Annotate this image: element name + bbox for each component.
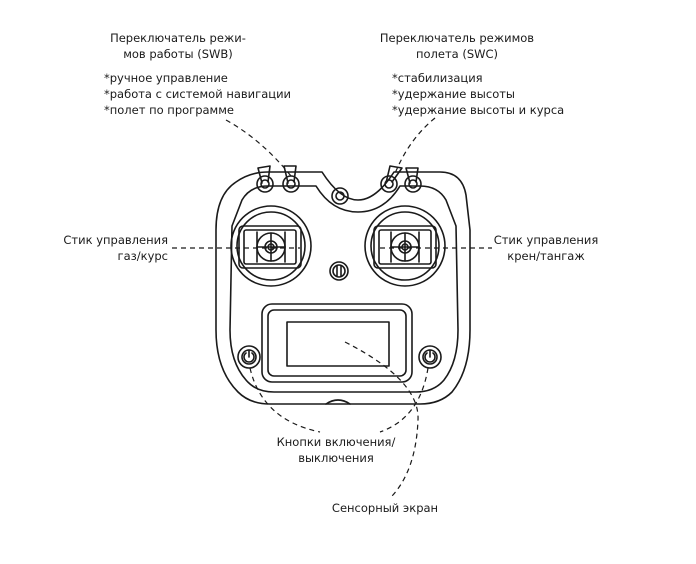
- right-stick-label: Стик управления крен/тангаж: [493, 233, 599, 263]
- swb-mode-item: *работа с системой навигации: [104, 87, 292, 101]
- swc-mode-item: *удержание высоты и курса: [392, 103, 565, 117]
- swc-mode-item: *стабилизация: [392, 71, 483, 85]
- top-knob: [331, 187, 349, 205]
- right-stick-gimbal: [364, 205, 446, 287]
- swc-modes-list: *стабилизация *удержание высоты *удержан…: [392, 70, 564, 118]
- bottom-notch: [325, 399, 351, 405]
- swb-modes-list: *ручное управление *работа с системой на…: [104, 70, 291, 118]
- power-button-right: [418, 345, 442, 369]
- power-button-left: [237, 345, 261, 369]
- left-stick-label: Стик управления газ/курс: [63, 233, 168, 263]
- touch-screen-label: Сенсорный экран: [331, 501, 439, 515]
- swc-title: Переключатель режимов полета (SWC): [379, 31, 535, 61]
- left-stick-gimbal: [230, 205, 312, 287]
- swc-mode-item: *удержание высоты: [392, 87, 516, 101]
- swb-title: Переключатель режи- мов работы (SWB): [110, 31, 246, 61]
- touch-screen: [261, 303, 413, 383]
- leader-power-right: [379, 367, 429, 433]
- switch-group-right: [380, 165, 422, 193]
- leader-swc: [393, 117, 436, 177]
- transmitter-body-outer: [215, 171, 471, 405]
- swb-mode-item: *полет по программе: [104, 103, 234, 117]
- middle-knob: [329, 261, 349, 281]
- transmitter-body-inner: [229, 185, 459, 393]
- swb-mode-item: *ручное управление: [104, 71, 228, 85]
- power-buttons-label: Кнопки включения/ выключения: [276, 435, 396, 465]
- switch-group-left: [256, 165, 300, 193]
- leader-screen: [344, 341, 419, 497]
- leader-power-left: [249, 367, 321, 433]
